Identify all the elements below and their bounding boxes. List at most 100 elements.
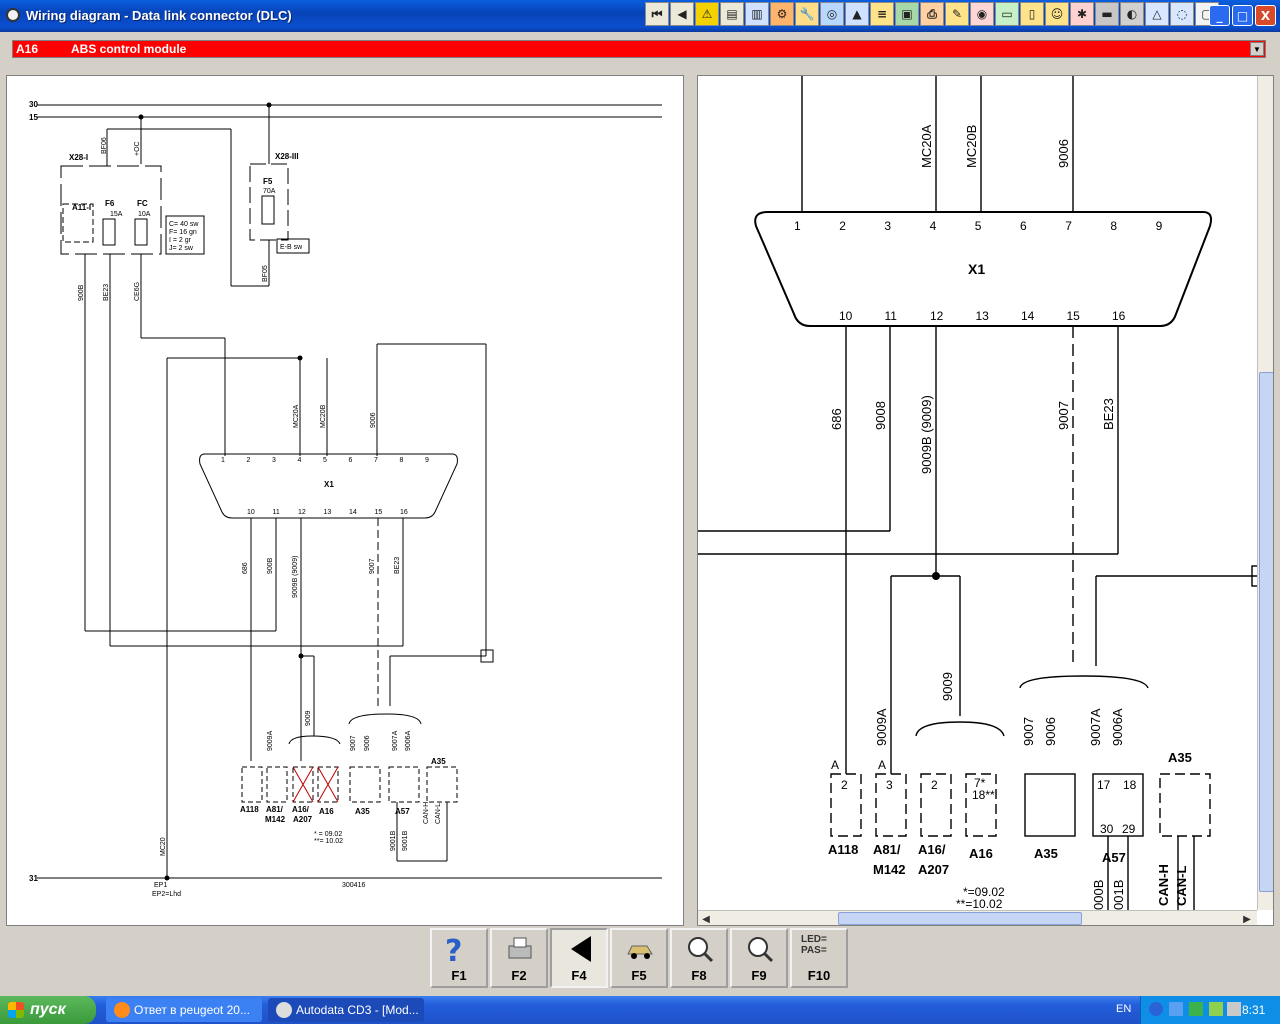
title-bar[interactable]: Wiring diagram - Data link connector (DL… bbox=[0, 0, 1280, 32]
wire-mc20b-large: MC20B bbox=[964, 125, 979, 168]
print-icon[interactable]: ⎙ bbox=[920, 2, 944, 26]
left-pin-13: 13 bbox=[324, 509, 332, 516]
m142-large-label: M142 bbox=[873, 862, 906, 877]
component-name: ABS control module bbox=[71, 42, 187, 56]
taskbar-item-browser[interactable]: Ответ в peugeot 20... bbox=[106, 998, 262, 1022]
legend-line-2: F= 16 gn bbox=[169, 229, 197, 236]
fkey-f10[interactable]: LED=PAS= F10 bbox=[790, 928, 848, 988]
pin-label-7: 7* bbox=[974, 776, 986, 790]
wire-bf05: BF05 bbox=[262, 265, 269, 282]
car-icon[interactable]: ▬ bbox=[1095, 2, 1119, 26]
wire-9006-large: 9006 bbox=[1056, 139, 1071, 168]
wire-9007-b-large: 9007 bbox=[1021, 717, 1036, 746]
toolbar: ⏮◀⚠▤▥⚙🔧◎▲≡▣⎙✎◉▭▯☺✱▬◐△◌▢ bbox=[645, 2, 1219, 26]
can-h-label: CAN-H bbox=[423, 802, 430, 824]
chevron-down-icon[interactable]: ▼ bbox=[1250, 42, 1264, 56]
chart-icon[interactable]: ▥ bbox=[745, 2, 769, 26]
wire-900b-low: 900B bbox=[267, 557, 274, 574]
repair-icon[interactable]: 🔧 bbox=[795, 2, 819, 26]
diagram-overview-panel[interactable]: 30 15 31 X28-I X28-III A11-I F6 FC F5 X1… bbox=[6, 75, 684, 926]
fuse-block-x28i-label: X28-I bbox=[69, 153, 88, 162]
right-pin-15: 15 bbox=[1067, 309, 1081, 323]
doc-icon[interactable]: ▯ bbox=[1020, 2, 1044, 26]
wire-9009a: 9009A bbox=[267, 730, 274, 751]
settings-icon[interactable]: ✱ bbox=[1070, 2, 1094, 26]
tray-expand-icon[interactable] bbox=[1149, 1002, 1163, 1016]
wire-9006a: 9006A bbox=[405, 730, 412, 751]
warning-icon[interactable]: ⚠ bbox=[695, 2, 719, 26]
triangle-icon[interactable]: △ bbox=[1145, 2, 1169, 26]
zoom-in-icon bbox=[685, 934, 715, 964]
wire-900b: 900B bbox=[78, 284, 85, 301]
wire-be23: BE23 bbox=[103, 284, 110, 301]
save-icon[interactable]: ▣ bbox=[895, 2, 919, 26]
fkey-f8[interactable]: F8 bbox=[670, 928, 728, 988]
a35-large-label: A35 bbox=[1034, 846, 1058, 861]
left-pin-3: 3 bbox=[272, 457, 276, 464]
fkey-f5[interactable]: F5 bbox=[610, 928, 668, 988]
wheel-icon[interactable]: ◌ bbox=[1170, 2, 1194, 26]
fkey-label: F2 bbox=[511, 968, 527, 983]
printer-icon bbox=[505, 934, 535, 964]
fkey-f2[interactable]: F2 bbox=[490, 928, 548, 988]
right-pin-1: 1 bbox=[794, 219, 801, 233]
left-pin-9: 9 bbox=[425, 457, 429, 464]
fkey-label: F10 bbox=[807, 968, 831, 983]
gauge-icon[interactable]: ◐ bbox=[1120, 2, 1144, 26]
scroll-right-icon[interactable]: ▶ bbox=[1243, 913, 1251, 925]
edit-icon[interactable]: ✎ bbox=[945, 2, 969, 26]
wire-9006a-large: 9006A bbox=[1110, 708, 1125, 746]
start-button[interactable]: пуск bbox=[0, 996, 96, 1024]
security-icon[interactable] bbox=[1189, 1002, 1203, 1016]
ep1-label: EP1 bbox=[154, 882, 167, 889]
wire-ce6g: CE6G bbox=[134, 282, 141, 301]
a207-label: A207 bbox=[293, 815, 313, 824]
horizontal-scrollbar[interactable]: ◀ ▶ bbox=[698, 910, 1257, 925]
right-pin-10: 10 bbox=[839, 309, 853, 323]
camera-icon[interactable]: ◉ bbox=[970, 2, 994, 26]
wire-9001b-b: 9001B bbox=[402, 830, 409, 851]
a118-label: A118 bbox=[240, 805, 259, 814]
wire-686: 686 bbox=[242, 562, 249, 574]
tray-app-icon[interactable] bbox=[1209, 1002, 1223, 1016]
fkey-f1[interactable]: ?F1 bbox=[430, 928, 488, 988]
fkey-f4[interactable]: F4 bbox=[550, 928, 608, 988]
list-icon[interactable]: ≡ bbox=[870, 2, 894, 26]
book-icon[interactable]: ▤ bbox=[720, 2, 744, 26]
vertical-scroll-thumb[interactable] bbox=[1259, 372, 1273, 892]
language-indicator[interactable]: EN bbox=[1116, 1003, 1132, 1015]
maximize-button[interactable]: □ bbox=[1232, 5, 1253, 26]
monitor-icon[interactable]: ▭ bbox=[995, 2, 1019, 26]
disc-icon[interactable]: ◎ bbox=[820, 2, 844, 26]
ep2-label: EP2=Lhd bbox=[152, 891, 181, 898]
smiley-icon[interactable]: ☺ bbox=[1045, 2, 1069, 26]
led-pas-icon: LED=PAS= bbox=[801, 934, 827, 956]
component-code: A16 bbox=[16, 42, 39, 56]
taskbar-item-autodata[interactable]: Autodata CD3 - [Mod... bbox=[268, 998, 424, 1022]
scroll-left-icon[interactable]: ◀ bbox=[702, 913, 710, 925]
car-lift-icon[interactable]: ▲ bbox=[845, 2, 869, 26]
wire-9009-large: 9009 bbox=[940, 672, 955, 701]
pin-label-2-a16: 2 bbox=[931, 778, 938, 792]
left-pin-1: 1 bbox=[221, 457, 225, 464]
footnote-1: * = 09.02 bbox=[314, 831, 342, 838]
minimize-button[interactable]: _ bbox=[1209, 5, 1230, 26]
volume-icon[interactable] bbox=[1227, 1002, 1241, 1016]
component-selector[interactable]: A16 ABS control module ▼ bbox=[12, 40, 1266, 58]
first-page-icon[interactable]: ⏮ bbox=[645, 2, 669, 26]
wire-9007a-large: 9007A bbox=[1088, 708, 1103, 746]
wire-9009a-large: 9009A bbox=[874, 708, 889, 746]
a35-right-label: A35 bbox=[431, 757, 446, 766]
horizontal-scroll-thumb[interactable] bbox=[838, 912, 1082, 925]
back-icon[interactable]: ◀ bbox=[670, 2, 694, 26]
left-pin-11: 11 bbox=[273, 509, 280, 516]
a35-right-large-label: A35 bbox=[1168, 750, 1192, 765]
fkey-f9[interactable]: F9 bbox=[730, 928, 788, 988]
main-window: Wiring diagram - Data link connector (DL… bbox=[0, 0, 1280, 988]
right-pin-7: 7 bbox=[1065, 219, 1072, 233]
close-button[interactable]: X bbox=[1255, 5, 1276, 26]
tools-icon[interactable]: ⚙ bbox=[770, 2, 794, 26]
vertical-scrollbar[interactable] bbox=[1257, 76, 1273, 910]
network-icon[interactable] bbox=[1169, 1002, 1183, 1016]
